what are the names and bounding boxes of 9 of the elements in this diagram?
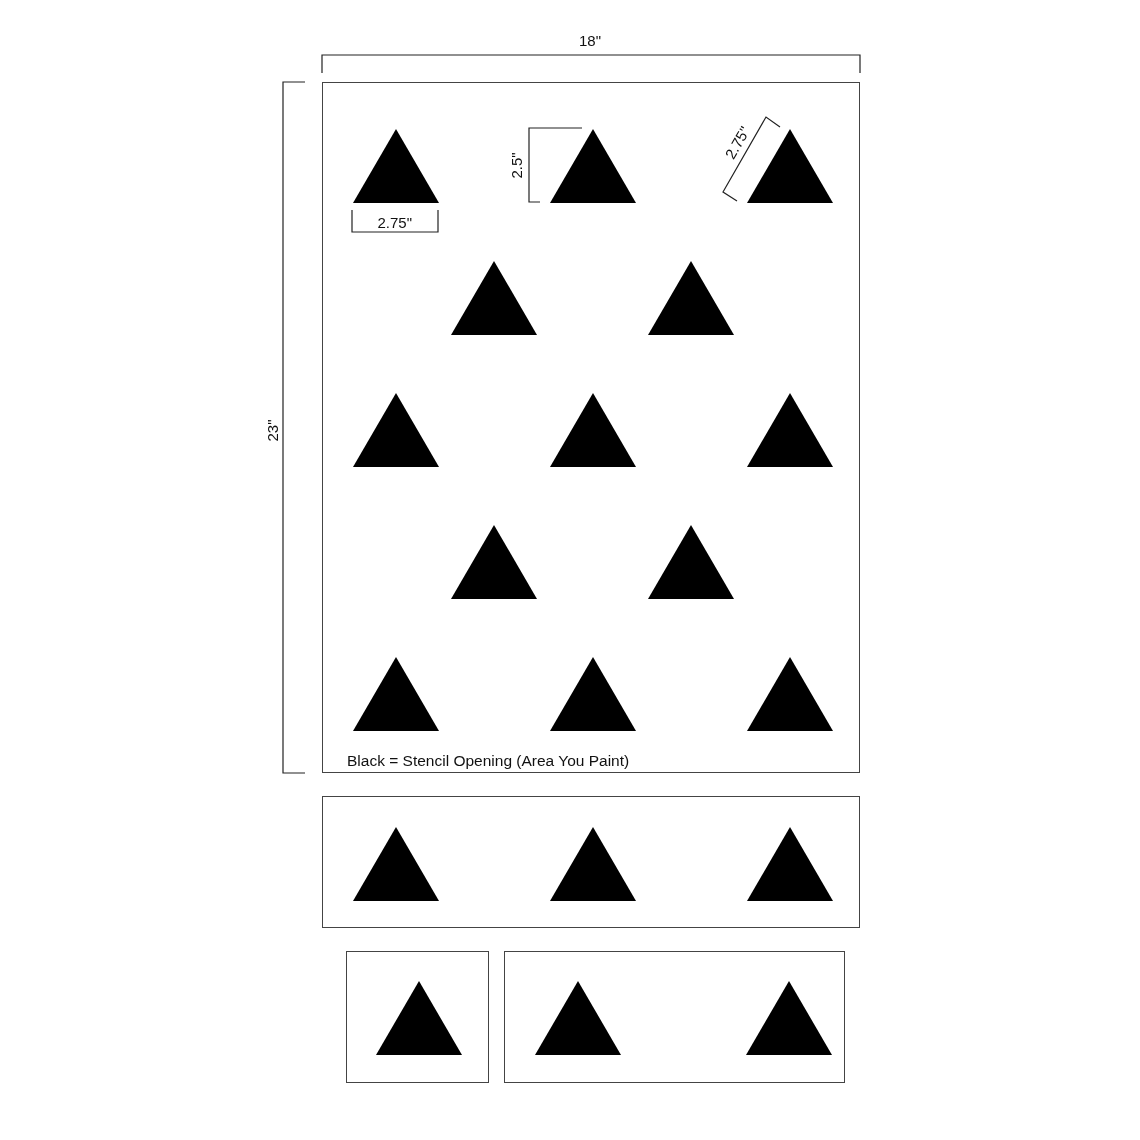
stencil-piece — [322, 796, 860, 928]
stencil-piece — [346, 951, 489, 1083]
dimension-label: 23" — [263, 419, 281, 441]
note: Black = Stencil Opening (Area You Paint) — [347, 752, 630, 770]
dimension-label: 18" — [579, 31, 601, 49]
dimension-label: 2.5" — [507, 151, 525, 179]
stencil-piece — [504, 951, 845, 1083]
dimension-label: 2.75" — [377, 213, 413, 231]
stencil-sheet — [322, 82, 860, 773]
